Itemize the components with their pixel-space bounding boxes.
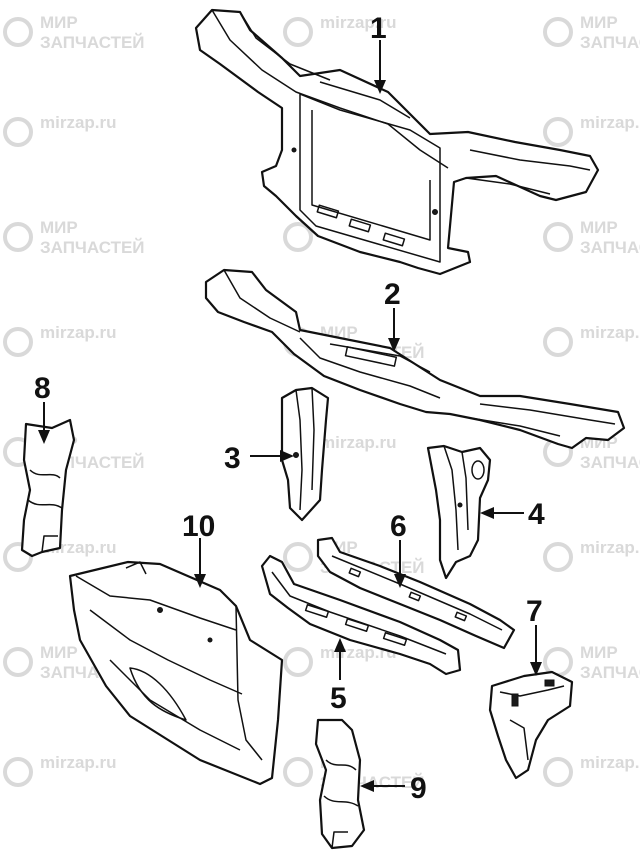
watermark-logo-icon bbox=[283, 757, 313, 787]
watermark-text: mirzap.ru bbox=[320, 13, 397, 32]
watermark-text: ЗАПЧАСТЕЙ bbox=[580, 238, 640, 257]
watermark-text: mirzap.ru bbox=[580, 323, 640, 342]
watermark-text: mirzap.ru bbox=[40, 753, 117, 772]
watermark-text: mirzap.ru bbox=[40, 113, 117, 132]
callout-6: 6 bbox=[390, 510, 407, 543]
watermark-text: ЗАПЧАСТЕЙ bbox=[40, 33, 145, 52]
watermark: mirzap.ru bbox=[543, 323, 640, 357]
part-4-right-side-bracket bbox=[426, 444, 492, 580]
watermark-logo-icon bbox=[543, 327, 573, 357]
watermark-logo-icon bbox=[3, 757, 33, 787]
watermark: mirzap.ru bbox=[3, 113, 117, 147]
callout-1: 1 bbox=[370, 12, 387, 45]
watermark-text: mirzap.ru bbox=[320, 433, 397, 452]
watermark-text: МИР bbox=[40, 643, 78, 662]
callout-8: 8 bbox=[34, 372, 51, 405]
watermark-text: ЗАПЧАСТЕЙ bbox=[580, 453, 640, 472]
callout-labels: 1 2 3 4 5 6 7 8 9 10 bbox=[34, 12, 545, 805]
watermark: mirzap.ru bbox=[3, 323, 117, 357]
callout-10: 10 bbox=[182, 510, 215, 543]
watermark-logo-icon bbox=[543, 17, 573, 47]
callout-3: 3 bbox=[224, 442, 241, 475]
watermark-logo-icon bbox=[3, 327, 33, 357]
watermark-logo-icon bbox=[283, 542, 313, 572]
watermark: mirzap.ru bbox=[3, 753, 117, 787]
watermark-logo-icon bbox=[543, 542, 573, 572]
watermark: mirzap.ru bbox=[543, 113, 640, 147]
watermark-logo-icon bbox=[3, 17, 33, 47]
callout-7: 7 bbox=[526, 595, 543, 628]
callout-4: 4 bbox=[528, 498, 545, 531]
watermark-text: ЗАПЧАСТЕЙ bbox=[40, 238, 145, 257]
watermark-logo-icon bbox=[543, 117, 573, 147]
callout-5: 5 bbox=[330, 682, 347, 715]
leader-lines bbox=[38, 40, 542, 792]
watermark-logo-icon bbox=[543, 222, 573, 252]
part-8-left-seal bbox=[20, 418, 76, 558]
watermark-text: mirzap.ru bbox=[580, 753, 640, 772]
watermark-logo-icon bbox=[543, 647, 573, 677]
part-10-air-deflector bbox=[68, 560, 284, 786]
watermark: mirzap.ru bbox=[543, 538, 640, 572]
callout-2: 2 bbox=[384, 278, 401, 311]
watermark-logo-icon bbox=[543, 757, 573, 787]
watermark-logo-icon bbox=[283, 222, 313, 252]
watermark: mirzap.ru bbox=[543, 753, 640, 787]
part-6-lower-tie-bar bbox=[316, 536, 516, 650]
watermark-text: МИР bbox=[40, 218, 78, 237]
part-2-upper-tie-bar bbox=[204, 268, 626, 450]
watermark-text: МИР bbox=[580, 218, 618, 237]
watermark-text: mirzap.ru bbox=[40, 323, 117, 342]
watermark-logo-icon bbox=[3, 542, 33, 572]
watermark-logo-icon bbox=[283, 17, 313, 47]
watermark-text: МИР bbox=[580, 643, 618, 662]
watermark-logo-icon bbox=[3, 647, 33, 677]
callout-9: 9 bbox=[410, 772, 427, 805]
part-5-lower-radiator-support bbox=[260, 554, 462, 676]
watermark: mirzap.ru bbox=[283, 13, 397, 47]
watermark-text: mirzap.ru bbox=[580, 538, 640, 557]
watermark-logo-icon bbox=[3, 117, 33, 147]
watermark-text: ЗАПЧАСТЕЙ bbox=[580, 663, 640, 682]
watermark-text: МИР bbox=[40, 13, 78, 32]
watermark-text: mirzap.ru bbox=[580, 113, 640, 132]
watermark-logo-icon bbox=[283, 647, 313, 677]
part-9-lower-seal bbox=[314, 718, 366, 850]
watermark-text: ЗАПЧАСТЕЙ bbox=[580, 33, 640, 52]
part-1-radiator-support-assembly bbox=[194, 8, 600, 276]
watermark-text: МИР bbox=[580, 13, 618, 32]
part-7-small-bracket bbox=[488, 670, 574, 780]
watermark-logo-icon bbox=[3, 222, 33, 252]
part-3-left-side-bracket bbox=[280, 386, 330, 522]
